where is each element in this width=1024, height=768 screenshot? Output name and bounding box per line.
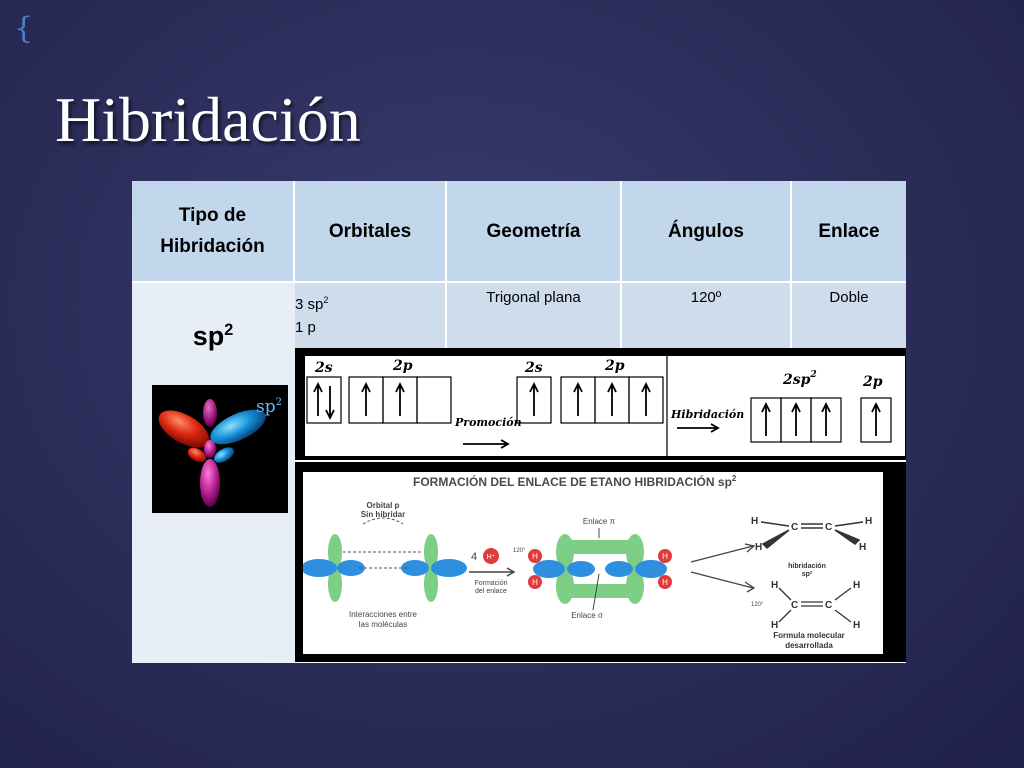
orbital-box-panel: 2s 2p Promoción 2s 2p Hibridación 2sp2 2… [305,356,905,456]
header-tipo-line2: Hibridación [160,236,265,257]
header-tipo: Tipo de Hibridación [132,181,295,281]
row-tipo-value: sp2 [192,321,234,351]
svg-text:120°: 120° [513,548,526,554]
svg-text:4: 4 [471,551,477,563]
hybrid-sp2-label: 2sp2 [782,370,817,388]
row-geometria: Trigonal plana [447,281,622,349]
header-geometria: Geometría [447,181,622,281]
svg-text:desarrollada: desarrollada [785,641,833,650]
ground-2s-label: 2s [314,360,333,376]
hybrid-2p-label: 2p [862,374,883,390]
svg-text:H⁺: H⁺ [487,554,496,561]
svg-text:C: C [825,600,832,611]
svg-text:sp²: sp² [802,571,813,578]
svg-text:H: H [751,516,758,527]
header-orbitales: Orbitales [295,181,447,281]
svg-text:sp2: sp2 [256,397,282,417]
left-p-orbital-2 [401,534,467,602]
svg-text:Interacciones entre: Interacciones entre [349,610,418,619]
svg-text:C: C [791,600,798,611]
promotion-label: Promoción [454,416,522,429]
sp2-orbital-illustration: sp2 [158,397,282,507]
svg-text:Orbital p: Orbital p [367,501,400,510]
row-angulos: 120º [622,281,792,349]
svg-text:H: H [771,580,778,591]
ground-2p-label: 2p [392,358,413,374]
bond-formation-panel: FORMACIÓN DEL ENLACE DE ETANO HIBRIDACIÓ… [301,472,883,654]
hybridization-label: Hibridación [670,408,744,421]
hybridization-table: Tipo de Hibridación Orbitales Geometría … [132,181,906,663]
row-orbitales-line2: 1 p [295,319,316,336]
sp2-orbital-image: sp2 [152,385,288,513]
svg-text:las moléculas: las moléculas [359,620,407,629]
slide-title: Hibridación [55,84,361,155]
orbital-box-svg: 2s 2p Promoción 2s 2p Hibridación 2sp2 2… [306,356,892,456]
bond-formation-diagram: FORMACIÓN DEL ENLACE DE ETANO HIBRIDACIÓ… [295,462,906,662]
excited-2p-label: 2p [604,358,625,374]
svg-text:Enlace π: Enlace π [583,517,616,526]
svg-text:C: C [791,522,798,533]
svg-text:120°: 120° [751,602,764,608]
svg-text:H: H [853,620,860,631]
bond-diagram-title: FORMACIÓN DEL ENLACE DE ETANO HIBRIDACIÓ… [413,474,737,489]
svg-text:H: H [532,578,538,587]
row-orbitales: 3 sp2 1 p [295,281,447,349]
svg-text:H: H [771,620,778,631]
svg-text:Enlace σ: Enlace σ [571,611,603,620]
ethene-bonding-orbitals: H H H H [528,534,672,604]
orbital-box-diagram: 2s 2p Promoción 2s 2p Hibridación 2sp2 2… [295,348,906,460]
svg-text:Formación: Formación [474,580,507,587]
svg-text:H: H [532,552,538,561]
svg-text:Formula molecular: Formula molecular [773,631,845,640]
svg-text:H: H [865,516,872,527]
svg-text:H: H [859,542,866,553]
svg-text:H: H [662,552,668,561]
svg-text:hibridación: hibridación [788,563,826,570]
corner-brace: { [14,11,34,46]
header-enlace: Enlace [792,181,906,281]
svg-text:H: H [662,578,668,587]
svg-text:H: H [755,542,762,553]
left-p-orbital-1 [301,534,365,602]
row-orbitales-line1: 3 sp2 [295,295,329,313]
svg-text:H: H [853,580,860,591]
row-enlace: Doble [792,281,906,349]
excited-2s-label: 2s [524,360,543,376]
header-tipo-line1: Tipo de [178,205,247,226]
svg-text:Sin hibridar: Sin hibridar [361,510,405,519]
bond-formation-svg: FORMACIÓN DEL ENLACE DE ETANO HIBRIDACIÓ… [301,474,872,650]
svg-text:del enlace: del enlace [475,588,507,595]
header-angulos: Ángulos [622,181,792,281]
svg-text:C: C [825,522,832,533]
